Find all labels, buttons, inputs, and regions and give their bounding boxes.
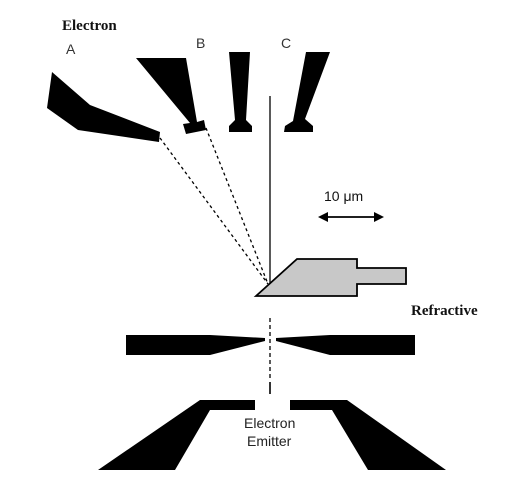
tip-c-label: C [281,35,291,51]
beam-line-b [205,127,269,285]
tip-b-label: B [196,35,205,51]
tip-b-shape [136,58,206,134]
refractive-label: Refractive [411,303,478,319]
sample-body [253,258,407,297]
beam-line-a [159,137,269,285]
lower-right-electrode [290,400,446,470]
scale-bar-arrow [318,212,384,222]
upper-left-electrode [126,335,265,355]
emitter-label-line2: Emitter [247,433,292,449]
lower-left-electrode [98,400,255,470]
tip-c-right-shape [284,52,330,132]
electron-label: Electron [62,18,117,34]
tip-a-label: A [66,41,76,57]
scale-bar-label: 10 μm [324,188,363,204]
tip-c-middle-shape [229,52,252,132]
emitter-label-line1: Electron [244,415,295,431]
tip-a-shape [47,72,160,142]
upper-right-electrode [276,335,415,355]
